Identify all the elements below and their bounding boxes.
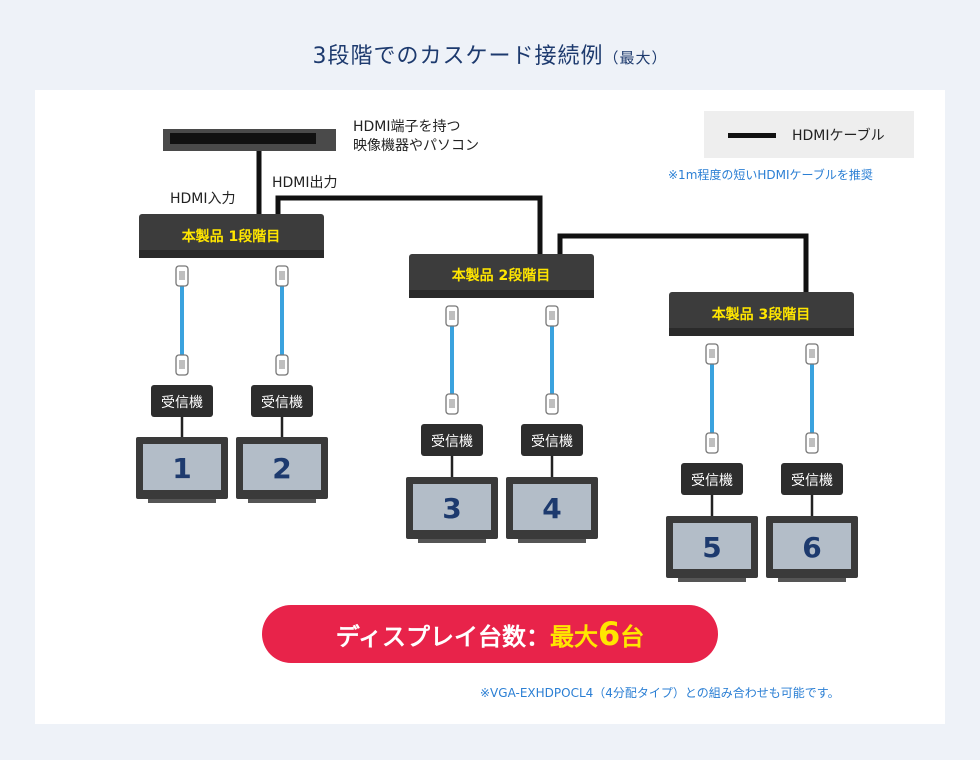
legend-cable-swatch xyxy=(728,133,776,138)
hdmi-cables xyxy=(256,151,809,292)
badge-count: 6 xyxy=(598,615,621,653)
output-branch-4: 受信機 4 xyxy=(506,305,598,543)
display-number-6: 6 xyxy=(802,531,821,564)
receiver-1 xyxy=(151,385,213,417)
output-branches: 受信機 1 受信機 2 受信機 3 受信機 4 受信機 5 受信機 6 xyxy=(136,265,858,582)
badge-prefix: ディスプレイ台数： xyxy=(335,623,551,651)
unit-1-label: 本製品 1段階目 xyxy=(182,228,281,245)
legend-note: ※1m程度の短いHDMIケーブルを推奨 xyxy=(668,168,873,182)
display-number-5: 5 xyxy=(702,531,721,564)
output-branch-3: 受信機 3 xyxy=(406,305,498,543)
badge-unit: 台 xyxy=(620,623,645,651)
source-label-line-1: HDMI端子を持つ xyxy=(353,119,461,135)
receiver-label-6: 受信機 xyxy=(791,473,833,489)
output-branch-6: 受信機 6 xyxy=(766,343,858,582)
legend: HDMIケーブル xyxy=(704,111,914,158)
title-main: 3段階でのカスケード接続例 xyxy=(312,44,604,69)
receiver-label-3: 受信機 xyxy=(431,434,473,450)
unit-2-label: 本製品 2段階目 xyxy=(452,267,551,284)
title-sub: （最大） xyxy=(603,49,668,67)
hdmi-input-label: HDMI入力 xyxy=(170,191,236,207)
receiver-label-5: 受信機 xyxy=(691,473,733,489)
output-branch-1: 受信機 1 xyxy=(136,265,228,503)
cable-unit2-to-unit3 xyxy=(557,233,809,292)
display-screen-6 xyxy=(773,523,851,569)
output-branch-5: 受信機 5 xyxy=(666,343,758,582)
receiver-5 xyxy=(681,463,743,495)
badge-max: 最大 xyxy=(550,623,599,651)
source-device-label: HDMI端子を持つ 映像機器やパソコン xyxy=(353,118,479,156)
receiver-label-1: 受信機 xyxy=(161,395,203,411)
display-screen-1 xyxy=(143,444,221,490)
display-number-3: 3 xyxy=(442,492,461,525)
receiver-3 xyxy=(421,424,483,456)
display-screen-4 xyxy=(513,484,591,530)
output-branch-2: 受信機 2 xyxy=(236,265,328,503)
display-number-4: 4 xyxy=(542,492,561,525)
receiver-label-2: 受信機 xyxy=(261,395,303,411)
display-screen-2 xyxy=(243,444,321,490)
source-device xyxy=(163,129,336,151)
hdmi-output-label: HDMI出力 xyxy=(272,175,338,191)
display-number-1: 1 xyxy=(172,452,191,485)
display-count-badge: ディスプレイ台数：最大6台 xyxy=(262,605,718,663)
page-title: 3段階でのカスケード接続例（最大） xyxy=(0,38,980,70)
receiver-2 xyxy=(251,385,313,417)
legend-label: HDMIケーブル xyxy=(792,128,885,144)
receiver-label-4: 受信機 xyxy=(531,434,573,450)
display-number-2: 2 xyxy=(272,452,291,485)
cable-unit1-to-unit2 xyxy=(275,195,543,254)
receiver-6 xyxy=(781,463,843,495)
display-screen-5 xyxy=(673,523,751,569)
unit-3-label: 本製品 3段階目 xyxy=(712,306,811,323)
splitter-unit-3: 本製品 3段階目 xyxy=(669,292,854,336)
splitter-unit-2: 本製品 2段階目 xyxy=(409,254,594,298)
footnote: ※VGA-EXHDPOCL4（4分配タイプ）との組み合わせも可能です。 xyxy=(480,686,840,700)
source-label-line-2: 映像機器やパソコン xyxy=(353,138,479,154)
display-screen-3 xyxy=(413,484,491,530)
splitter-unit-1: 本製品 1段階目 xyxy=(139,214,324,258)
receiver-4 xyxy=(521,424,583,456)
